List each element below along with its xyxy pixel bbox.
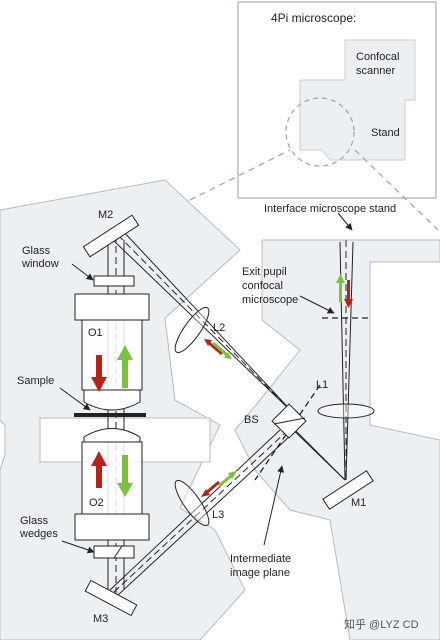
zoom-line-left <box>179 149 291 206</box>
sample-label: Sample <box>17 375 54 387</box>
inset-panel: 4Pi microscope: Confocal scanner Stand <box>237 1 437 199</box>
l2-label: L2 <box>213 322 225 334</box>
interface-stand-label: Interface microscope stand <box>264 203 396 215</box>
intermediate-label-2: image plane <box>230 567 290 579</box>
glass-wedges-label-2: wedges <box>19 528 58 540</box>
green-arrow-o2 <box>122 455 128 483</box>
red-arrow-right <box>347 280 350 300</box>
o1-label: O1 <box>88 327 103 339</box>
confocal-label-1: Confocal <box>356 51 399 63</box>
intermediate-plane-line <box>254 384 321 481</box>
inset-title: 4Pi microscope: <box>271 11 356 25</box>
stand-label: Stand <box>371 127 400 139</box>
arrows <box>91 274 353 497</box>
beam-splitter-diagonal <box>273 417 306 425</box>
objective-o2 <box>74 428 150 541</box>
red-arrow-l3 <box>205 480 220 495</box>
lens-l3 <box>174 479 210 527</box>
glass-wedges <box>93 545 135 559</box>
exit-pupil-label-1: Exit pupil <box>242 266 287 278</box>
stand-shape-right <box>234 239 440 640</box>
sample-slide <box>74 413 146 417</box>
lens-l2 <box>174 306 210 354</box>
glass-wedges-label-1: Glass <box>20 515 49 527</box>
red-arrow-l2 <box>207 340 223 356</box>
mirror-m2 <box>82 214 140 258</box>
glass-window-label-2: window <box>21 258 59 270</box>
glass-window <box>93 275 135 287</box>
lens-l1 <box>317 403 375 419</box>
l3-label: L3 <box>212 509 224 521</box>
m1-label: M1 <box>351 497 366 509</box>
red-arrow-o2 <box>96 466 102 488</box>
mirror-m3 <box>84 579 138 617</box>
green-arrow-l3 <box>218 473 233 488</box>
stand-shape <box>0 179 246 640</box>
exit-pupil-label-3: microscope <box>242 294 298 306</box>
intermediate-label-1: Intermediate <box>230 553 291 565</box>
glass-window-label-1: Glass <box>22 245 51 257</box>
red-arrow-o1 <box>96 355 102 377</box>
watermark: 知乎 @LYZ CD <box>344 617 419 631</box>
objective-o1 <box>74 293 150 411</box>
green-arrow-l2 <box>212 341 228 357</box>
callout-pointers <box>59 212 353 554</box>
l1-label: L1 <box>316 379 328 391</box>
exit-pupil-label-2: confocal <box>242 280 283 292</box>
o2-label: O2 <box>89 497 104 509</box>
mirror-m1 <box>322 470 374 510</box>
bs-label: BS <box>244 414 259 426</box>
zoom-line-right <box>354 149 439 231</box>
confocal-label-2: scanner <box>356 65 395 77</box>
m3-label: M3 <box>93 613 108 625</box>
green-arrow-right <box>339 282 342 302</box>
green-arrow-o1 <box>122 360 128 388</box>
m2-label: M2 <box>98 209 113 221</box>
